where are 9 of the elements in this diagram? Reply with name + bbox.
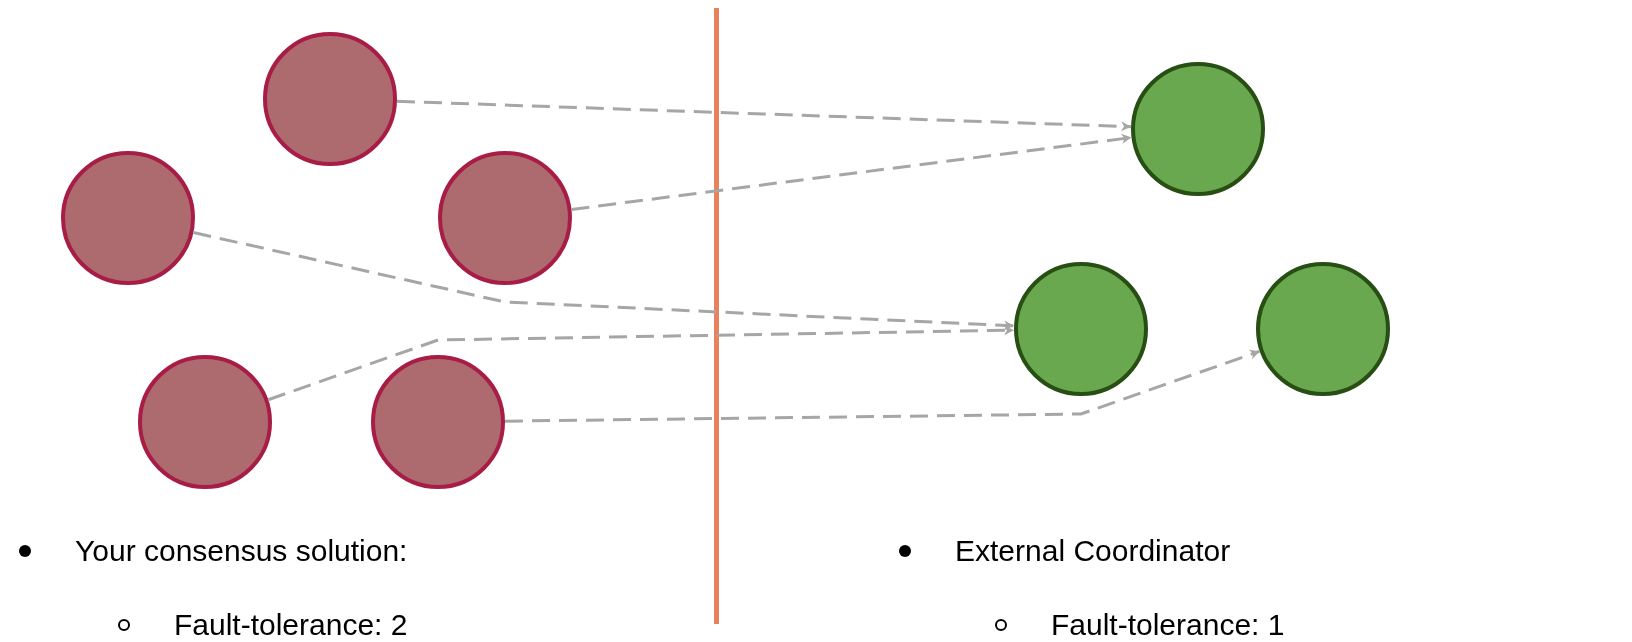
dashed-arrow [193, 231, 1015, 331]
dashed-arrow [267, 325, 1015, 402]
bullet-text: Fault-tolerance: 2 [174, 608, 408, 642]
dashed-arrow [571, 133, 1132, 211]
dashed-arrow [396, 99, 1132, 132]
dashed-arrow [504, 349, 1261, 423]
bullet-text: Your consensus solution: [75, 534, 408, 568]
bullet-text: Fault-tolerance: 1 [1051, 608, 1285, 642]
bullet-text: External Coordinator [955, 534, 1231, 568]
